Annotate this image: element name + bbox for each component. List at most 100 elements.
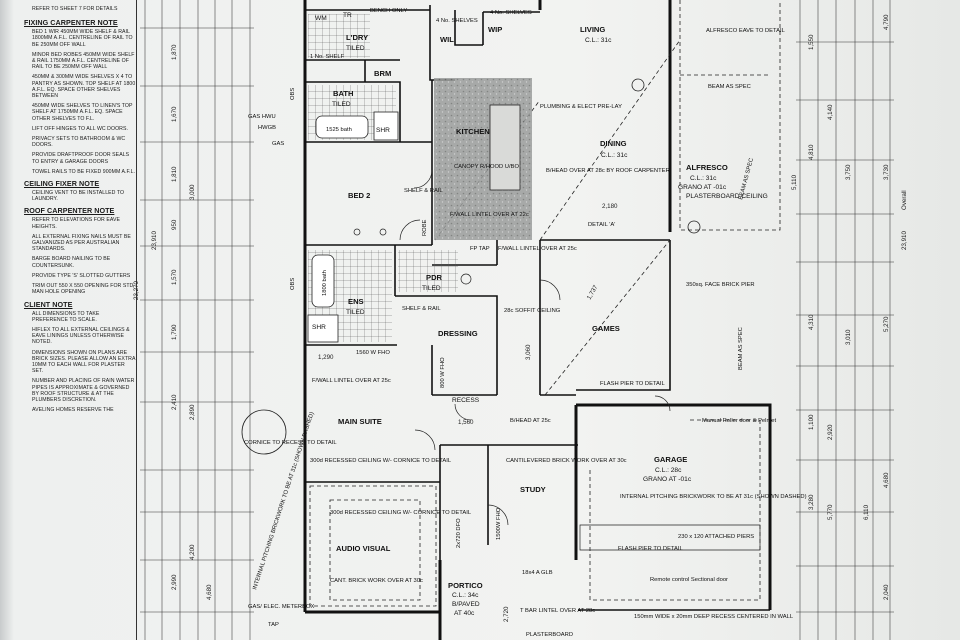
shower-label: SHR xyxy=(312,324,326,331)
overall-dimension-left-2: 23,270 xyxy=(133,281,140,300)
portico-level: AT 40c xyxy=(454,610,475,617)
client-note-title: CLIENT NOTE xyxy=(24,299,73,309)
dimension-label: 3,000 xyxy=(189,184,196,200)
lintel-note-games: F/WALL LINTEL OVER AT 25c xyxy=(498,246,577,252)
trough-label: TR xyxy=(343,12,352,19)
living-ceiling-level: C.L.: 31c xyxy=(585,37,612,44)
flash-pier-note: FLASH PIER TO DETAIL xyxy=(600,381,666,387)
section-marker xyxy=(687,220,701,234)
dimension-label: 4,810 xyxy=(808,144,815,160)
dimension-label: 2,040 xyxy=(883,584,890,600)
tap-label: TAP xyxy=(268,622,279,628)
roof-note: PROVIDE TYPE 'S' SLOTTED GUTTERS xyxy=(32,272,131,279)
bath-shower xyxy=(373,111,399,141)
lintel-note-main-suite: F/WALL LINTEL OVER AT 25c xyxy=(312,378,391,384)
bed2-shelf-note: SHELF & RAIL xyxy=(404,188,443,194)
room-wil: WIL xyxy=(440,35,454,44)
door-swings xyxy=(399,169,671,526)
room-study: STUDY xyxy=(520,485,546,494)
room-wip: WIP xyxy=(488,25,502,34)
canopy-note: CANOPY R/HOOD U/BO xyxy=(454,164,519,170)
room-bed-2: BED 2 xyxy=(348,191,370,200)
dimension-label: 2,920 xyxy=(827,424,834,440)
dimension-label: 1,560 xyxy=(458,419,474,426)
bath-size-label: 1525 bath xyxy=(326,127,352,133)
ensuite-bath-size: 1800 bath xyxy=(322,270,328,296)
ensuite-bath-tub xyxy=(311,254,335,308)
robe-label: ROBE xyxy=(422,219,428,236)
fixing-note: MINOR BED ROBES 450mm WIDE SHELF & RAIL … xyxy=(32,51,135,71)
external-walls xyxy=(303,0,772,640)
fho-1560-note: 1560 W FHO xyxy=(356,350,390,356)
plasterboard-label: PLASTERBOARD xyxy=(526,632,573,638)
overall-dimension-right: 23,910 xyxy=(901,231,908,250)
internal-walls xyxy=(305,5,671,640)
basin xyxy=(379,228,387,236)
room-powder: PDR xyxy=(426,273,443,282)
bulkhead-note: B/HEAD OVER AT 28c BY ROOF CARPENTER xyxy=(546,168,670,174)
portico-paving: B/PAVED xyxy=(452,601,480,608)
t-bar-lintel-note: T BAR LINTEL OVER AT 28c xyxy=(520,608,595,614)
laundry-shelf-note: 1 No. SHELF xyxy=(310,54,345,60)
dfo-note: 2x720 DFO xyxy=(456,518,462,548)
dimension-label: 1,290 xyxy=(318,354,334,361)
note-reference: REFER TO SHEET 7 FOR DETAILS xyxy=(32,6,118,12)
room-portico: PORTICO xyxy=(448,581,483,590)
dimension-label: 1,737 xyxy=(586,284,600,301)
client-note: AVELING HOMES RESERVE THE xyxy=(32,407,114,414)
glb-label: 18x4 A GLB xyxy=(522,570,553,576)
dimension-label: 3,280 xyxy=(808,494,815,510)
room-alfresco: ALFRESCO xyxy=(686,163,728,172)
dimension-label: 1,570 xyxy=(171,269,178,285)
fixing-note: TOWEL RAILS TO BE FIXED 900mm A.F.L. xyxy=(32,168,136,175)
right-dimension-strings xyxy=(796,0,894,640)
fixing-note: BED 1 WIR 450mm WIDE SHELF & RAIL 1800mm… xyxy=(32,29,133,48)
overall-dimension-left: 23,910 xyxy=(151,231,158,250)
basin xyxy=(353,228,361,236)
fixing-note: PRIVACY SETS TO BATHROOM & WC DOORS. xyxy=(32,136,126,149)
soffit-ceiling-note: 28c SOFFIT CEILING xyxy=(504,308,561,314)
dimension-label: 3,750 xyxy=(845,164,852,180)
recess-label: RECESS xyxy=(452,397,480,404)
roof-note: REFER TO ELEVATIONS FOR EAVE HEIGHTS. xyxy=(32,217,120,230)
cantilevered-note: CANTILEVERED BRICK WORK OVER AT 30c xyxy=(506,458,627,464)
dimension-label: 3,730 xyxy=(883,164,890,180)
powder-tiled: TILED xyxy=(422,285,441,292)
powder-room-tiles xyxy=(398,250,458,292)
room-dressing: DRESSING xyxy=(438,329,478,338)
fixing-note: LIFT OFF HINGES TO ALL WC DOORS. xyxy=(32,125,128,132)
bath-tub xyxy=(315,115,369,139)
dimension-label: 2,890 xyxy=(189,404,196,420)
laundry-tiled: TILED xyxy=(346,45,365,52)
recessed-ceiling-note: 300d RECESSED CEILING W/- CORNICE TO DET… xyxy=(310,458,452,464)
obs-label: OBS xyxy=(290,88,296,100)
toilet xyxy=(460,273,472,285)
room-broom: BRM xyxy=(374,69,391,78)
detail-callout-circle xyxy=(241,409,287,455)
client-note: NUMBER AND PLACING OF RAIN WATER PIPES I… xyxy=(32,378,135,403)
dimension-label: 6,110 xyxy=(863,504,870,520)
room-audio-visual: AUDIO VISUAL xyxy=(336,544,391,553)
room-dining: DINING xyxy=(600,139,627,148)
dimension-label: 1,810 xyxy=(171,166,178,182)
wip-shelves-note: 4 No. SHELVES xyxy=(490,10,532,16)
bulkhead-25-note: B/HEAD AT 25c xyxy=(510,418,551,424)
room-kitchen: KITCHEN xyxy=(456,127,490,136)
section-marker xyxy=(631,78,645,92)
meterbox-label: GAS/ ELEC. METERBOX xyxy=(248,604,314,610)
dimension-label: 2,410 xyxy=(171,394,178,410)
lintel-note-kitchen: F/WALL LINTEL OVER AT 22c xyxy=(450,212,529,218)
portico-ceiling-level: C.L.: 34c xyxy=(452,592,479,599)
dimension-label: 2,720 xyxy=(503,606,510,622)
fixing-note: 450mm & 300mm WIDE SHELVES x 4 TO PANTRY… xyxy=(32,74,136,100)
recessed-ceiling-av-note: 300d RECESSED CEILING W/- CORNICE TO DET… xyxy=(330,510,472,516)
gas-label: GAS xyxy=(272,141,284,147)
dimension-label: 1,670 xyxy=(171,106,178,122)
alfresco-ceiling-type: PLASTERBOARD CEILING xyxy=(686,193,768,200)
dimension-label: 4,680 xyxy=(883,472,890,488)
dining-ceiling-level: C.L.: 31c xyxy=(601,152,628,159)
dimension-label: 1,790 xyxy=(171,324,178,340)
dimension-label: 4,790 xyxy=(883,14,890,30)
